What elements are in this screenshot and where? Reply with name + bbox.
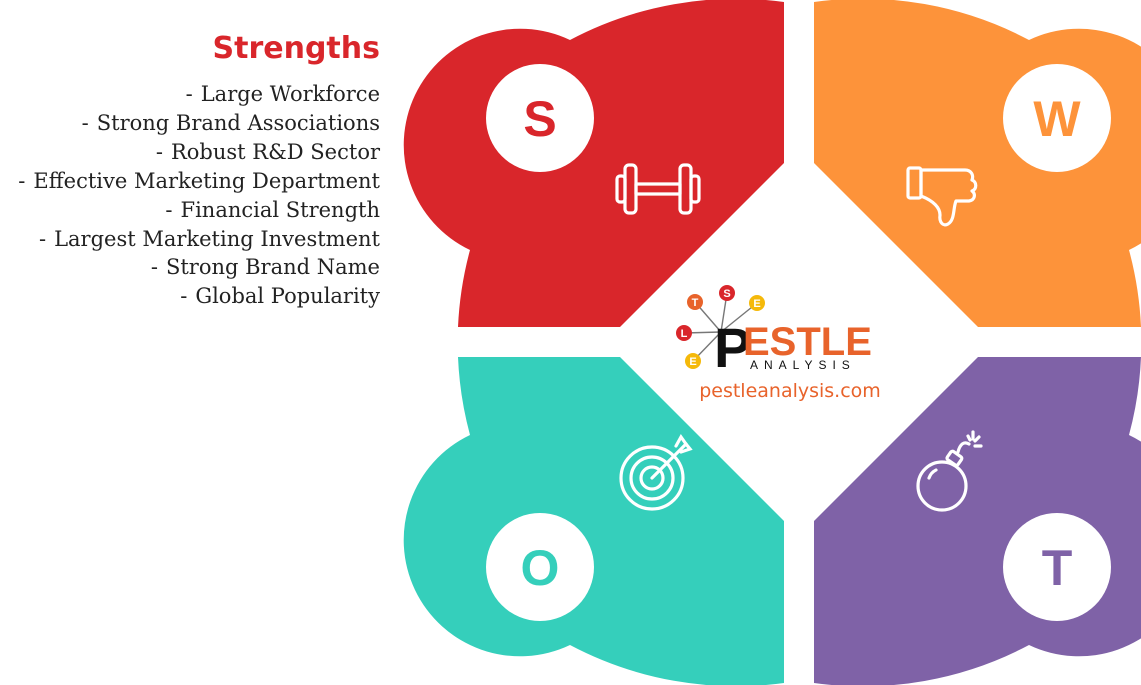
- logo-word-rest: ESTLE: [743, 320, 872, 364]
- quadrant-o[interactable]: O: [403, 357, 784, 685]
- logo-orbit-dot: S: [719, 285, 735, 301]
- quadrant-w-badge: [1003, 64, 1111, 172]
- strengths-panel: Strengths -Large Workforce -Strong Brand…: [18, 30, 380, 311]
- list-item: -Strong Brand Associations: [81, 110, 380, 135]
- quadrant-t-badge: [1003, 513, 1111, 621]
- svg-text:E: E: [753, 298, 760, 310]
- logo-orbit-dot: E: [749, 295, 765, 311]
- target-arrow-icon: [619, 434, 693, 511]
- quadrant-w[interactable]: W: [814, 0, 1141, 327]
- strengths-title: Strengths: [212, 31, 380, 66]
- svg-text:T: T: [692, 297, 699, 309]
- list-item: -Large Workforce: [185, 82, 380, 106]
- logo-orbit-dot: L: [676, 325, 692, 341]
- quadrant-w-letter: W: [1033, 91, 1081, 147]
- quadrant-t[interactable]: T: [814, 357, 1141, 685]
- quadrant-s[interactable]: S: [403, 0, 784, 327]
- logo-orbit-dot: T: [687, 294, 703, 310]
- list-item: -Strong Brand Name: [150, 255, 380, 280]
- quadrant-s-letter: S: [523, 91, 556, 147]
- list-item: -Financial Strength: [165, 197, 380, 222]
- dumbbell-icon: [615, 163, 701, 215]
- logo-orbit-dot: E: [685, 353, 701, 369]
- list-item: -Global Popularity: [180, 284, 380, 309]
- list-item: -Effective Marketing Department: [18, 168, 380, 193]
- bomb-icon: [916, 430, 983, 512]
- list-item: -Robust R&D Sector: [155, 139, 380, 164]
- thumbs-down-icon: [906, 166, 978, 227]
- pestle-logo: P ESTLE ANALYSIS T S E L E: [676, 285, 872, 379]
- quadrant-s-badge: [486, 64, 594, 172]
- logo-url[interactable]: pestleanalysis.com: [699, 380, 881, 402]
- quadrant-t-letter: T: [1042, 540, 1073, 596]
- quadrant-o-badge: [486, 513, 594, 621]
- logo-p: P: [714, 316, 751, 379]
- quadrant-o-letter: O: [521, 540, 560, 596]
- svg-text:S: S: [723, 288, 730, 300]
- svg-text:E: E: [689, 356, 696, 368]
- strengths-list: -Large Workforce -Strong Brand Associati…: [18, 80, 380, 311]
- logo-subtitle: ANALYSIS: [750, 358, 856, 372]
- list-item: -Largest Marketing Investment: [38, 226, 380, 251]
- svg-text:L: L: [681, 328, 688, 340]
